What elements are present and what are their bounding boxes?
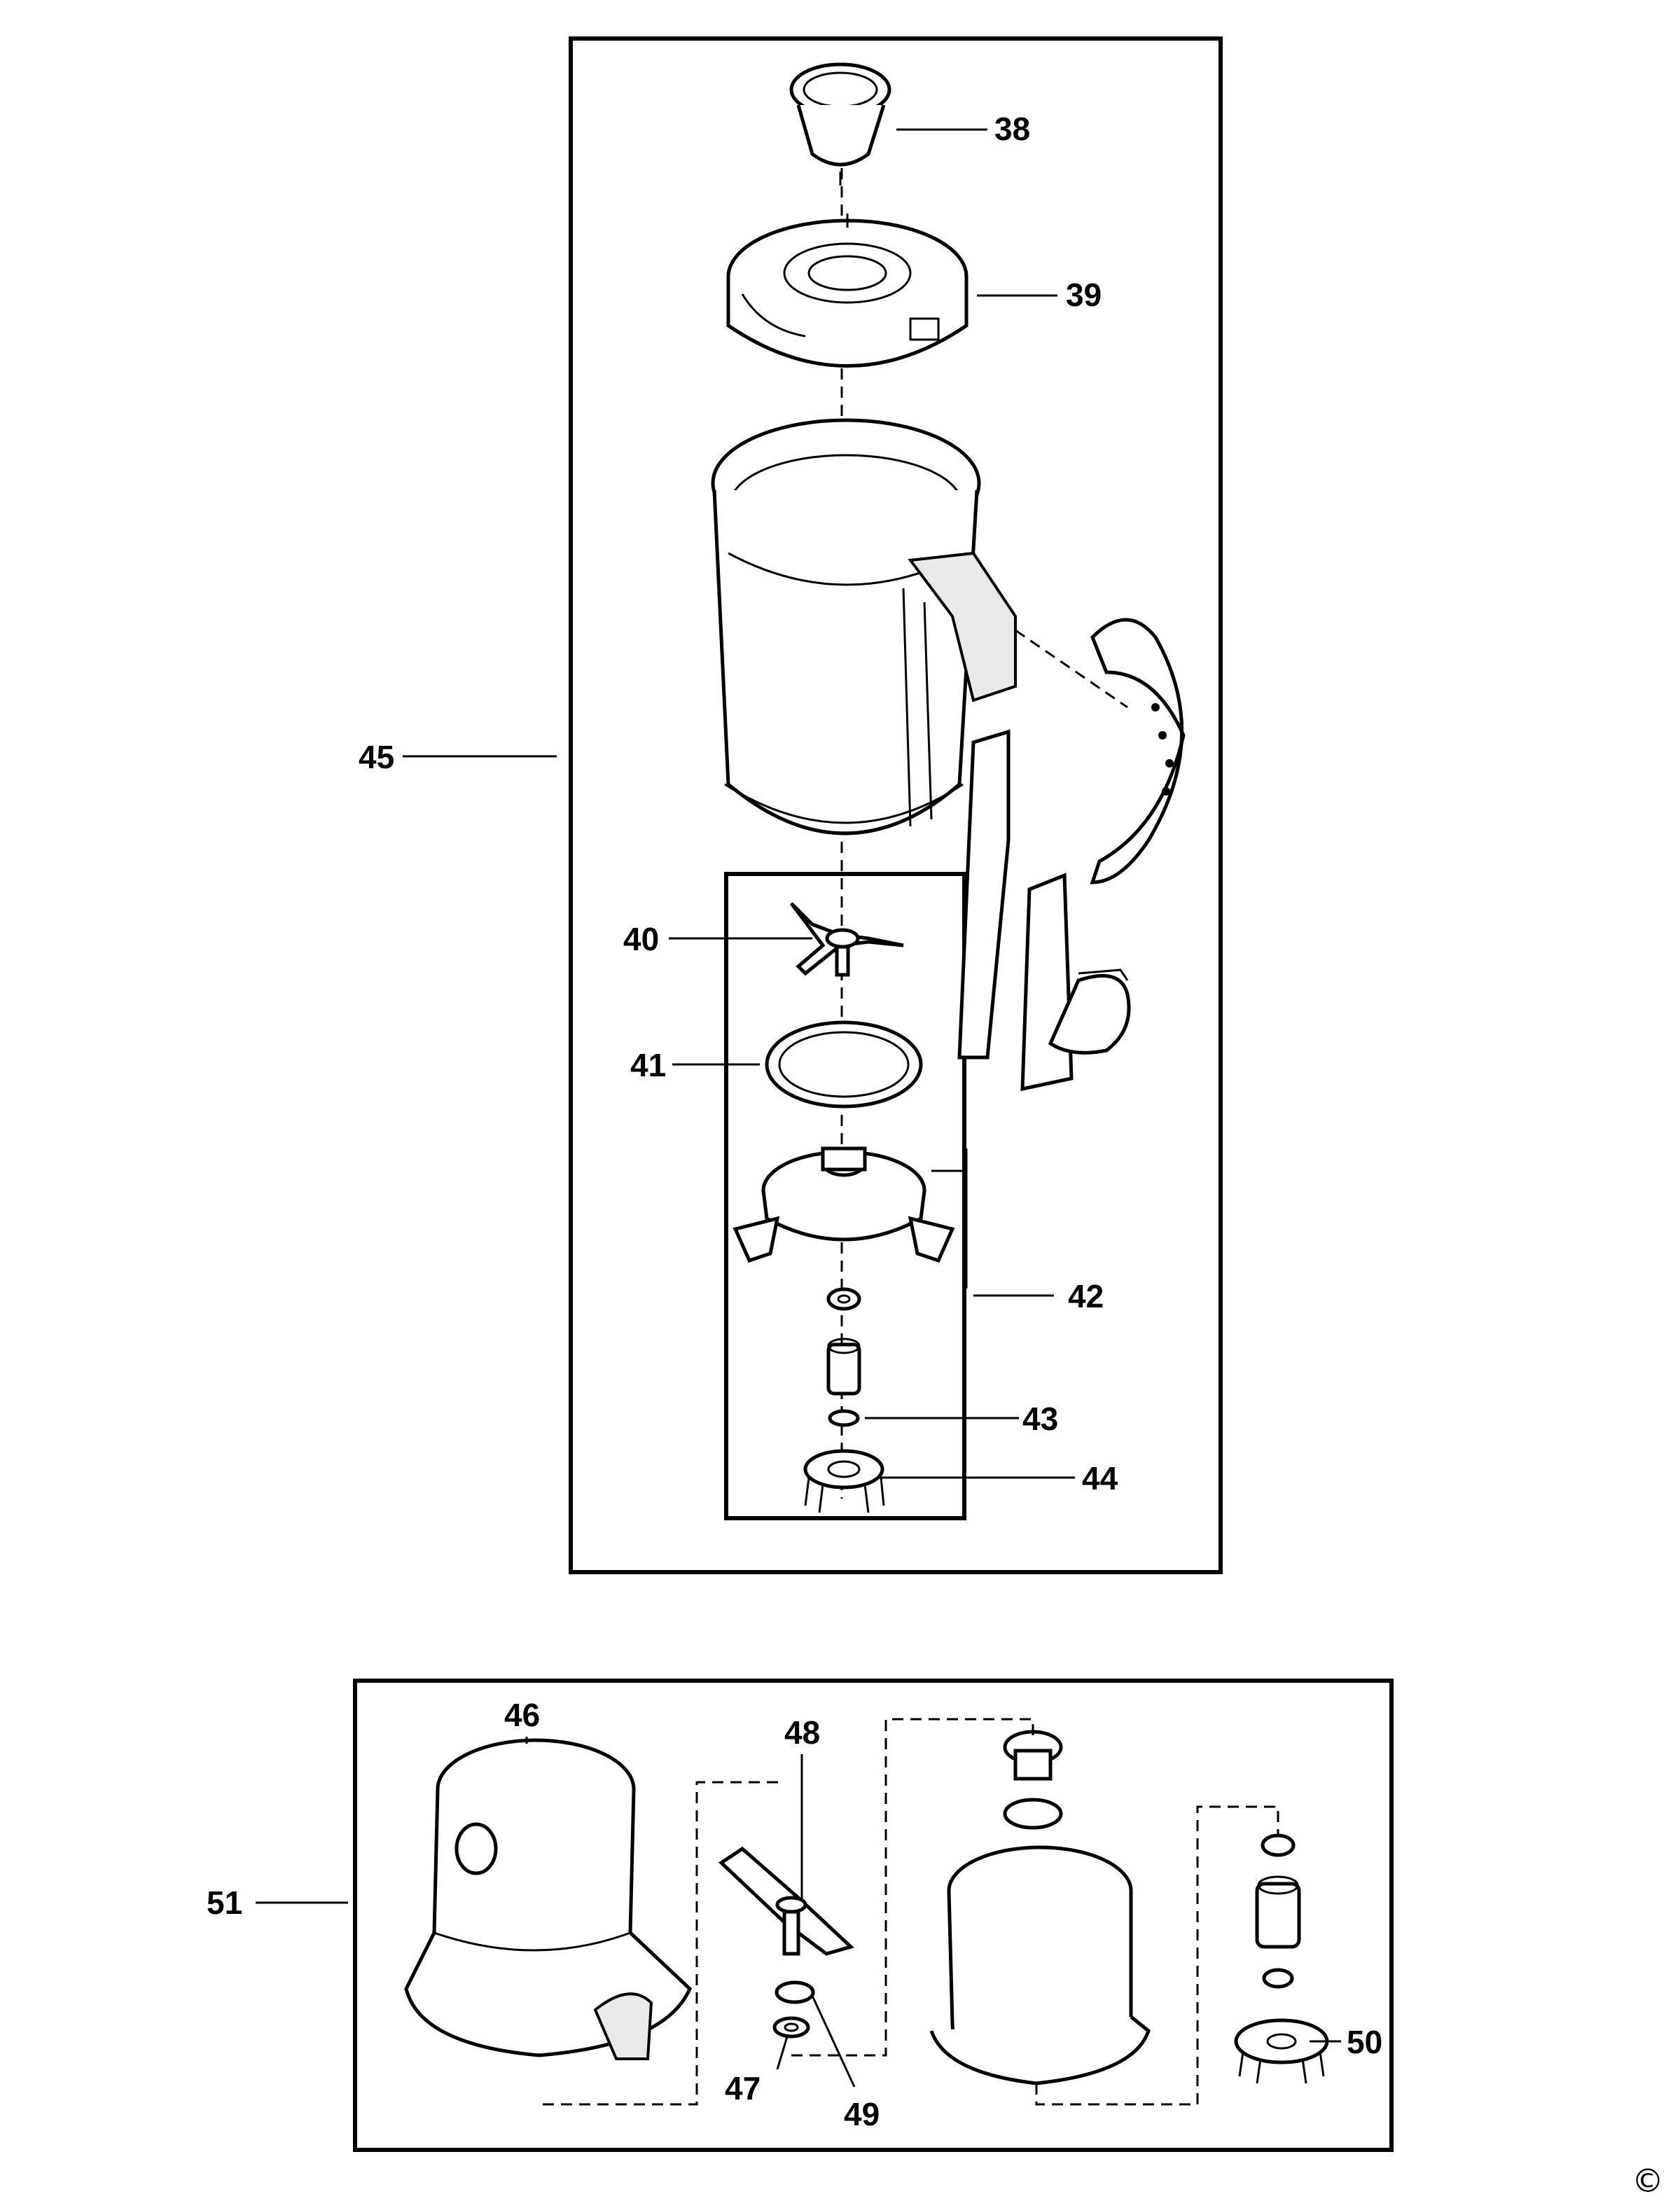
callout-49: 49 — [844, 2096, 880, 2132]
assembly-frame-51 — [353, 1679, 1394, 2152]
washer-part-49 — [775, 1980, 815, 2004]
handle-grip-upper — [1015, 618, 1186, 884]
bushing — [826, 1338, 861, 1396]
washer-part-43 — [828, 1409, 860, 1427]
assembly-path-middle — [791, 1718, 1034, 2057]
callout-40: 40 — [623, 921, 659, 957]
leader-47 — [776, 2034, 789, 2070]
callout-51: 51 — [207, 1884, 242, 1921]
grinder-cup — [929, 1845, 1151, 2085]
assembly-path-left — [543, 1781, 784, 2106]
callout-44: 44 — [1082, 1460, 1118, 1497]
handle-strip-left — [957, 729, 1011, 1060]
lid-part — [726, 214, 969, 368]
callout-38: 38 — [994, 111, 1030, 147]
jug-body — [711, 418, 1017, 835]
callout-42: 42 — [1068, 1278, 1104, 1314]
assembly-path-right — [1035, 1805, 1279, 2106]
measuring-cap-part — [789, 62, 891, 186]
grinder-blade-part-48 — [718, 1846, 854, 1956]
assembly-frame-45 — [569, 36, 1223, 1574]
washer-part-47 — [772, 2016, 810, 2039]
copyright-symbol: © — [1632, 2162, 1664, 2200]
callout-45: 45 — [359, 739, 394, 775]
callout-41: 41 — [630, 1047, 666, 1083]
blade-base-part — [733, 1146, 955, 1263]
seal-ring-part-41 — [765, 1020, 923, 1109]
blade-part-40 — [790, 902, 904, 977]
callout-50: 50 — [1347, 2024, 1382, 2060]
drive-coupling-part-44 — [803, 1449, 885, 1513]
assembly-frame-42 — [724, 872, 966, 1520]
callout-46: 46 — [504, 1697, 540, 1733]
callout-47: 47 — [725, 2070, 761, 2106]
handle-strip-right — [1020, 873, 1131, 1092]
drive-coupling-part-50 — [1234, 2018, 1329, 2084]
grinder-nut — [1003, 1730, 1063, 1830]
leader-49 — [811, 1995, 856, 2088]
callout-48: 48 — [784, 1714, 820, 1751]
callout-39: 39 — [1066, 277, 1102, 313]
callout-43: 43 — [1022, 1401, 1058, 1437]
grinder-cover-part-46 — [404, 1738, 692, 2060]
bearing-nut — [826, 1287, 861, 1311]
grinder-bearing-stack — [1255, 1833, 1301, 1989]
